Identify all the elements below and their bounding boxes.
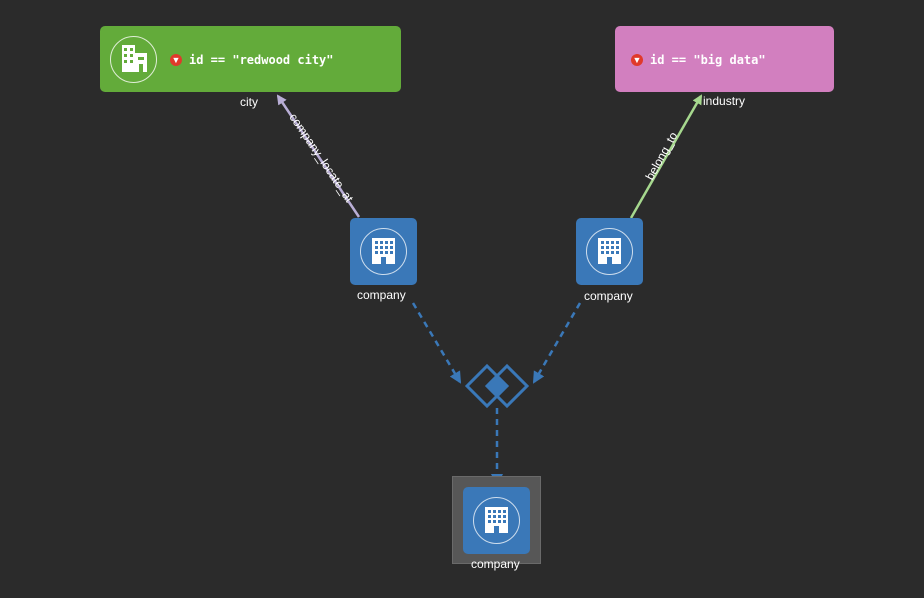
office-building-icon — [360, 228, 407, 275]
industry-filter-text: id == "big data" — [650, 53, 766, 67]
company-label-left: company — [357, 288, 406, 302]
filter-icon: ▼ — [170, 54, 182, 66]
flow-right-to-join — [532, 302, 582, 384]
company-node-right[interactable] — [576, 218, 643, 285]
city-label: city — [240, 95, 258, 109]
company-label-right: company — [584, 289, 633, 303]
city-buildings-icon — [110, 36, 157, 83]
edge-label-belong-to: belong_to — [643, 129, 681, 182]
intersection-icon[interactable] — [464, 363, 530, 409]
office-building-icon — [473, 497, 520, 544]
city-node[interactable]: ▼ id == "redwood city" — [100, 26, 401, 92]
company-label-result: company — [471, 557, 520, 571]
city-filter-text: id == "redwood city" — [189, 53, 334, 67]
edge-label-company-locate-at: company_locate_at — [286, 111, 356, 206]
company-node-result[interactable] — [463, 487, 530, 554]
industry-label: industry — [703, 94, 746, 108]
filter-icon: ▼ — [631, 54, 643, 66]
industry-node[interactable]: ▼ id == "big data" — [615, 26, 834, 92]
edge-company-locate-at[interactable] — [276, 94, 361, 218]
office-building-icon — [586, 228, 633, 275]
flow-left-to-join — [411, 302, 462, 384]
edge-belong-to[interactable] — [629, 94, 703, 219]
industry-filter: ▼ id == "big data" — [631, 53, 766, 67]
company-node-left[interactable] — [350, 218, 417, 285]
city-filter: ▼ id == "redwood city" — [170, 53, 334, 67]
